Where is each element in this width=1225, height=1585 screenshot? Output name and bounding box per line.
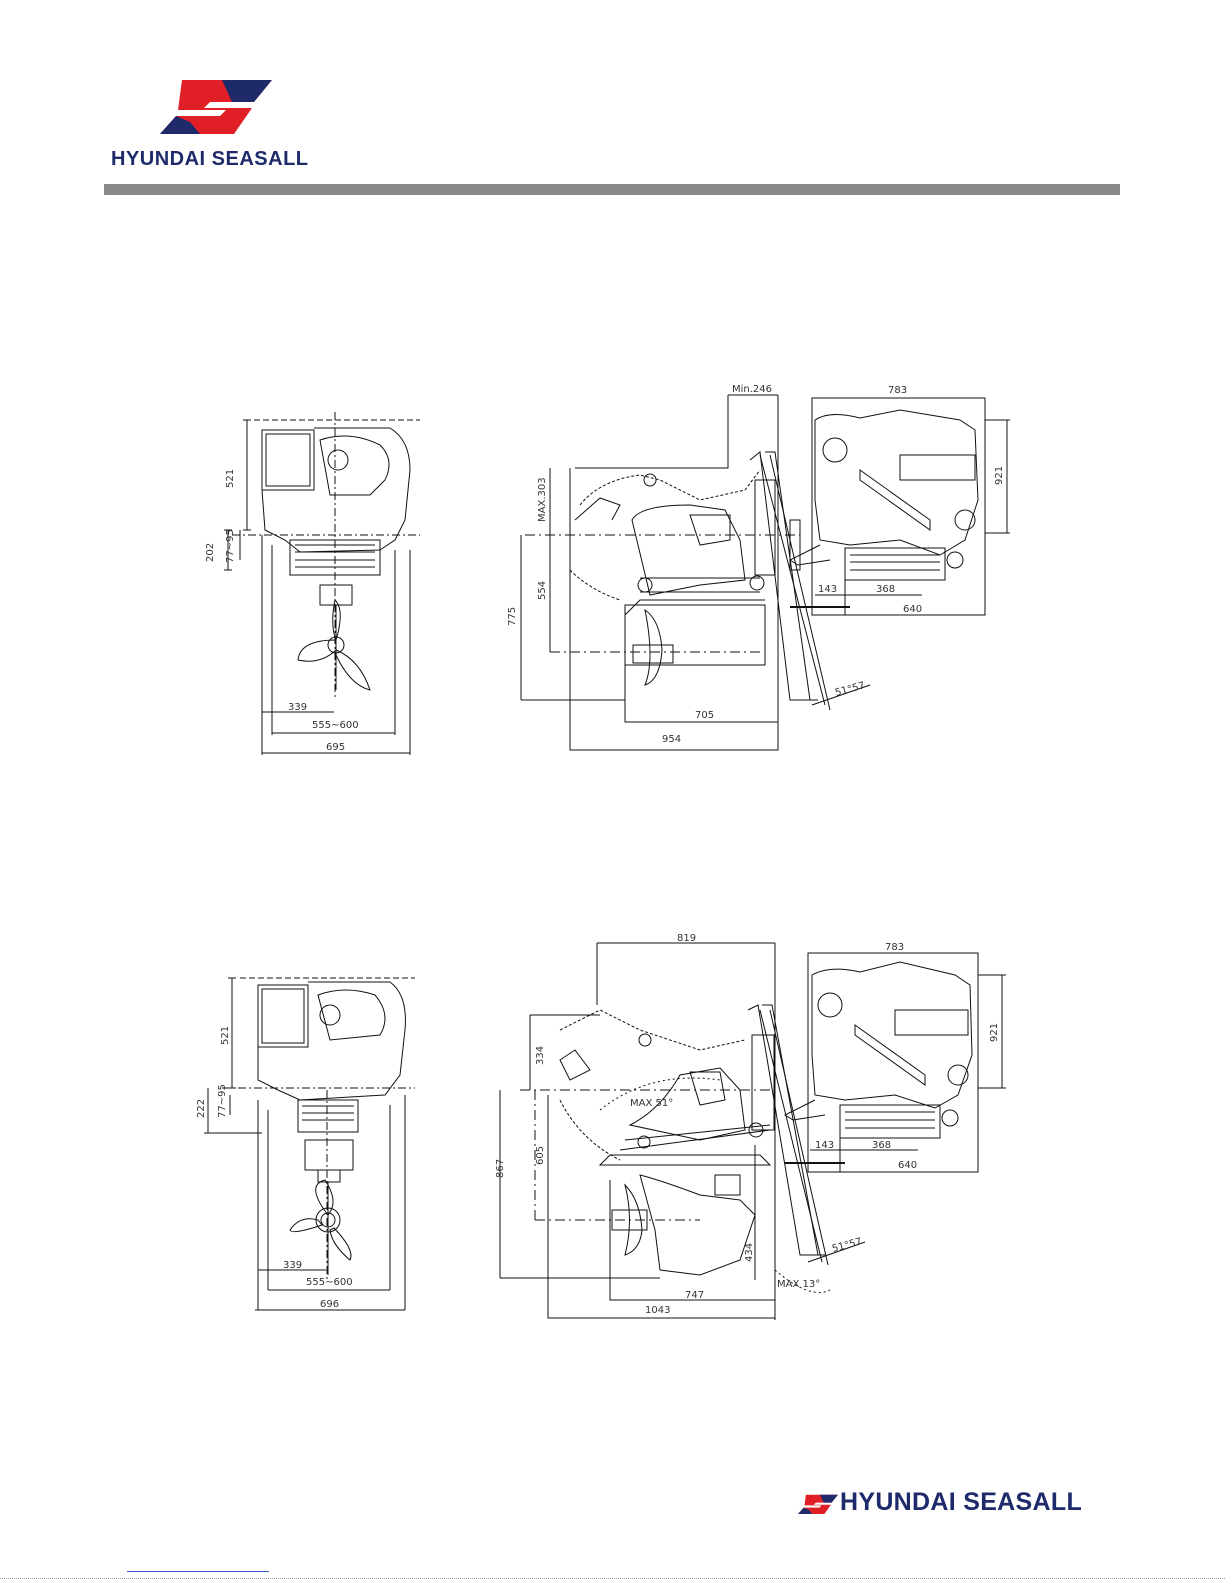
front-view-2-dims: 521 222 77~95 339 555~600 696 [196,1026,353,1310]
dim-label: 222 [196,1099,207,1118]
dim-label: 51°57 [834,680,866,699]
front-view-1 [224,412,420,755]
dim-label: 921 [989,1023,1000,1042]
dim-label: 143 [818,584,837,595]
dim-label: 921 [994,466,1005,485]
seasall-s-logo-icon [798,1490,838,1518]
dim-label: 640 [898,1160,917,1171]
dim-label: 143 [815,1140,834,1151]
side-view-1 [521,395,1010,750]
dim-label: 334 [535,1046,546,1065]
dim-label: Min.246 [732,384,772,395]
dim-label: 696 [320,1299,339,1310]
dim-label: 783 [885,942,904,953]
dim-label: 867 [495,1159,506,1178]
dim-label: 434 [744,1243,755,1262]
front-view-2 [204,978,415,1310]
dim-label: 705 [695,710,714,721]
footer-link-underline [127,1571,269,1572]
dim-label: 521 [220,1026,231,1045]
footer-brand-text: HYUNDAI SEASALL [840,1488,1082,1517]
dim-label: MAX.303 [537,477,548,522]
side-view-1-dims: Min.246 MAX.303 554 775 705 954 783 921 … [507,384,1005,745]
footer-dotted-rule [0,1578,1225,1579]
side-view-2-dims: 819 334 605 867 434 747 1043 MAX 51° MAX… [495,933,1000,1316]
dim-label: 695 [326,742,345,753]
dim-label: MAX 13° [777,1279,820,1290]
side-view-2 [500,943,1006,1320]
dim-label: 640 [903,604,922,615]
dim-label: 1043 [645,1305,670,1316]
dim-label: 775 [507,607,518,626]
dim-label: 521 [225,469,236,488]
dim-label: 954 [662,734,681,745]
dim-label: 368 [876,584,895,595]
dim-label: MAX 51° [630,1098,673,1109]
dim-label: 77~95 [225,529,236,563]
dim-label: 554 [537,581,548,600]
dim-label: 339 [283,1260,302,1271]
dim-label: 51°57 [831,1236,863,1255]
footer-logo: HYUNDAI SEASALL [798,1488,1118,1522]
dim-label: 783 [888,385,907,396]
dim-label: 77~95 [217,1084,228,1118]
dim-label: 605 [535,1146,546,1165]
dim-label: 339 [288,702,307,713]
dim-label: 555~600 [306,1277,353,1288]
dim-label: 202 [205,543,216,562]
dim-label: 747 [685,1290,704,1301]
dim-label: 368 [872,1140,891,1151]
dim-label: 819 [677,933,696,944]
dim-label: 555~600 [312,720,359,731]
